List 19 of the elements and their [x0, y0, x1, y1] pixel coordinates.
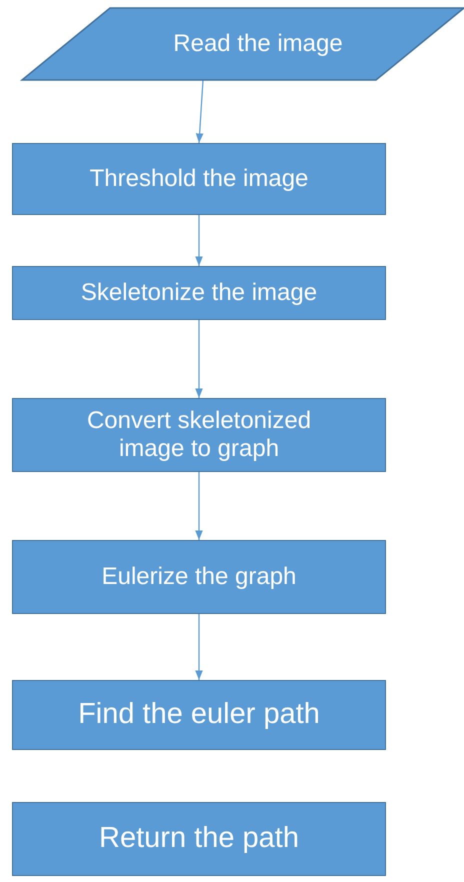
- arrow: [195, 320, 203, 398]
- step-label: Read the image: [172, 30, 344, 58]
- process-box: [12, 143, 386, 215]
- step-label: Find the euler path: [77, 698, 321, 732]
- process-box: [12, 802, 386, 876]
- step-label: Eulerize the graph: [100, 563, 298, 591]
- step-label: Threshold the image: [88, 165, 310, 193]
- arrow: [195, 472, 203, 540]
- arrow: [195, 614, 203, 680]
- process-box: [12, 398, 386, 472]
- arrow: [196, 80, 204, 144]
- step-label: Skeletonize the image: [80, 279, 318, 307]
- process-box: [12, 266, 386, 320]
- input-parallelogram: [22, 8, 464, 80]
- step-label: Convert skeletonized image to graph: [86, 407, 312, 463]
- process-box: [12, 680, 386, 750]
- process-box: [12, 540, 386, 614]
- step-label: Return the path: [98, 822, 300, 856]
- arrow: [195, 215, 203, 266]
